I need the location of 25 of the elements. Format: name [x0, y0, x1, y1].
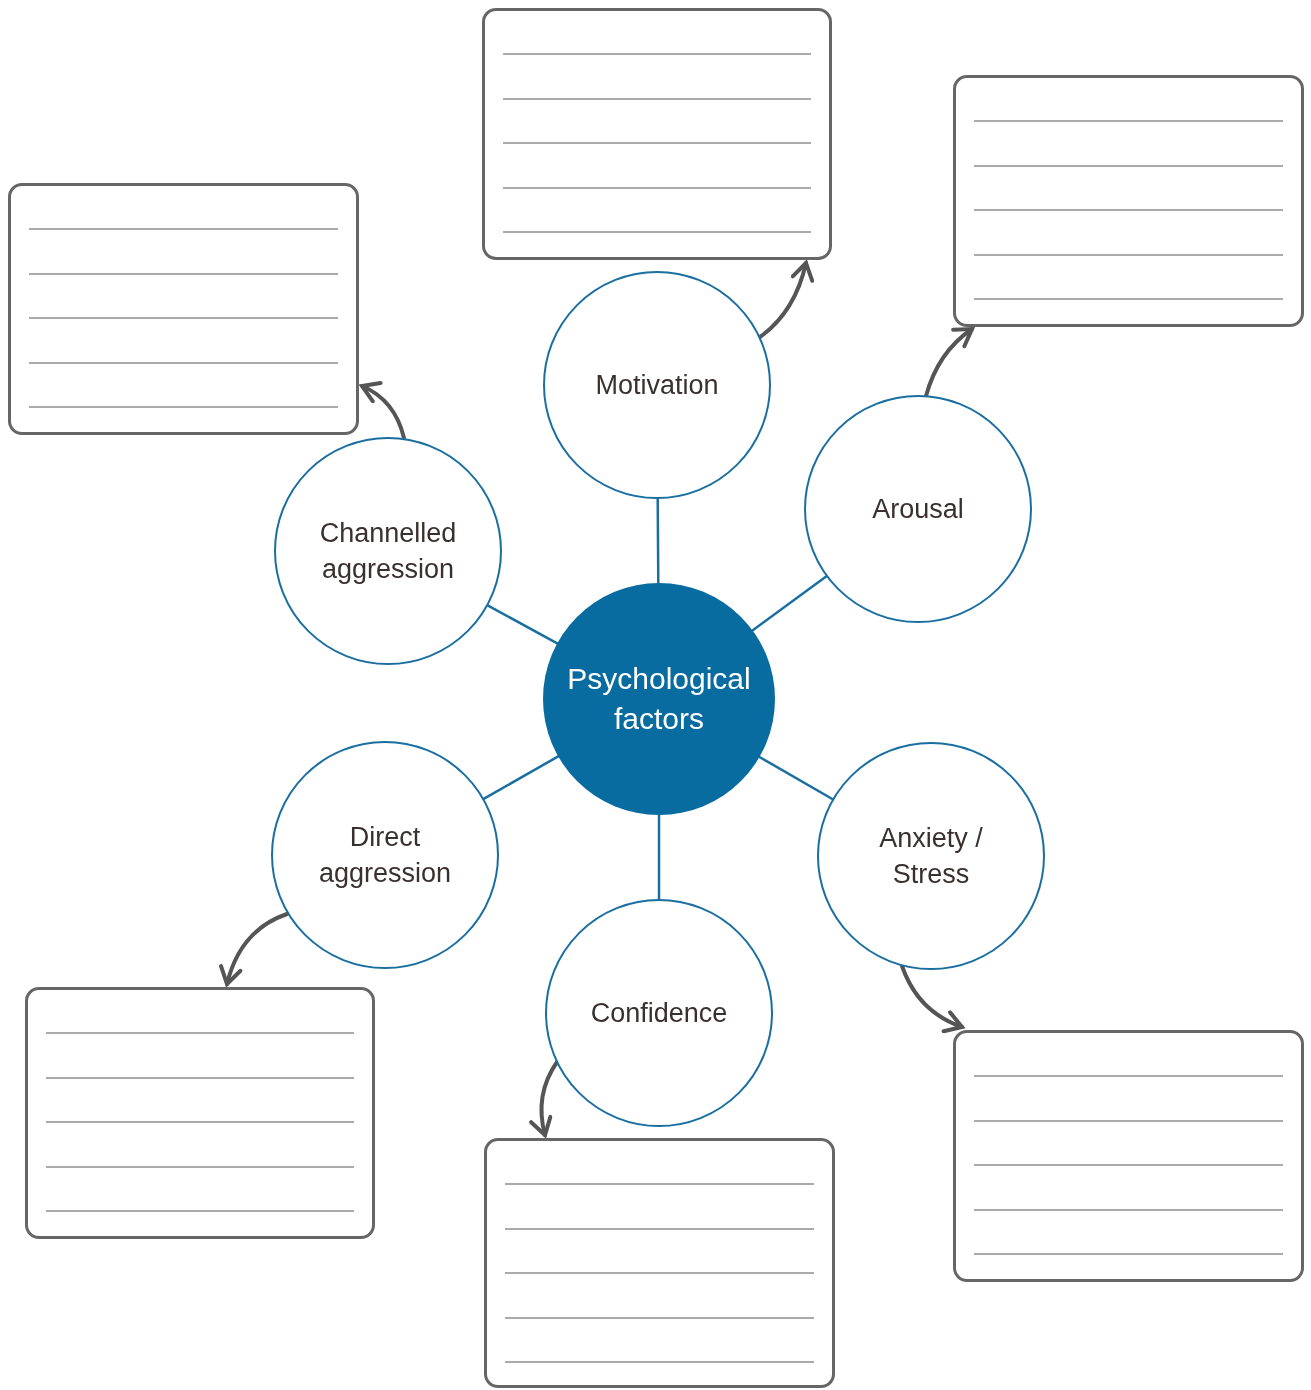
answer-box: [8, 183, 359, 435]
connector-line: [656, 497, 660, 585]
curved-arrow: [219, 912, 289, 986]
topic-label: Arousal: [872, 492, 964, 526]
answer-box: [25, 987, 375, 1239]
curved-arrow: [900, 964, 964, 1033]
connector-line: [486, 604, 559, 645]
topic-label: Psychological factors: [566, 660, 752, 737]
topic-label: Motivation: [595, 368, 719, 402]
answer-box: [953, 75, 1304, 327]
answer-box: [482, 8, 832, 260]
topic-label: Channelled aggression: [318, 516, 458, 586]
connector-line: [758, 755, 834, 801]
answer-box: [484, 1138, 835, 1388]
answer-box: [953, 1030, 1304, 1282]
connector-line: [657, 813, 661, 901]
topic-label: Direct aggression: [317, 820, 453, 890]
curved-arrow: [924, 327, 974, 398]
connector-line: [751, 575, 828, 632]
topic-label: Confidence: [590, 996, 728, 1030]
curved-arrow: [529, 1060, 559, 1137]
connector-line: [482, 755, 560, 800]
curved-arrow: [360, 381, 406, 440]
curved-arrow: [758, 261, 814, 339]
topic-label: Anxiety / Stress: [878, 821, 984, 891]
